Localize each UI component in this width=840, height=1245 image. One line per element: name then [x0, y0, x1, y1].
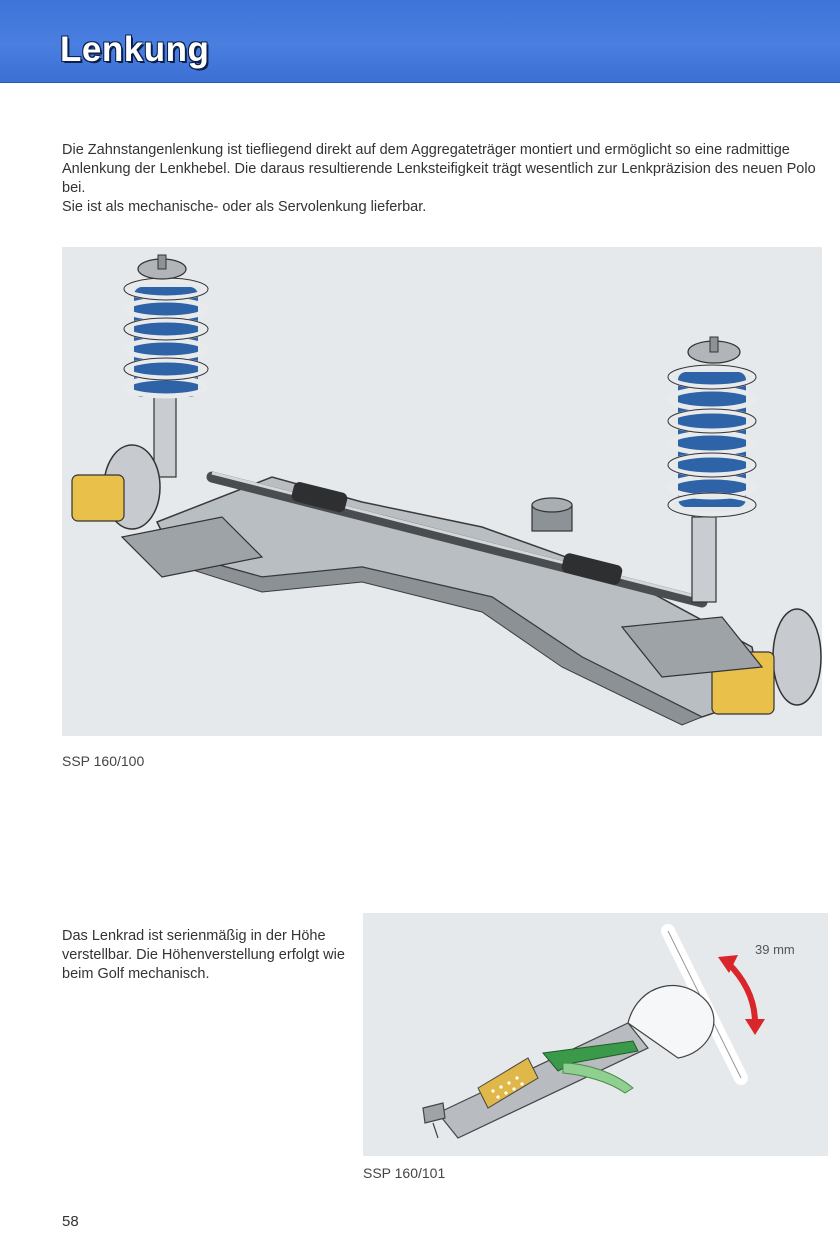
page-number: 58 [62, 1213, 79, 1230]
steering-wheel-hub [627, 985, 715, 1059]
steering-wheel-text: Das Lenkrad ist serienmäßig in der Höhe … [62, 928, 345, 982]
intro-paragraph-1: Die Zahnstangenlenkung ist tiefliegend d… [62, 142, 816, 196]
adjustment-range-label: 39 mm [755, 942, 795, 957]
right-strut-tube [691, 516, 717, 603]
rack-boot-left [291, 482, 348, 513]
rack-boot-right [561, 553, 623, 585]
intro-text: Die Zahnstangenlenkung ist tiefliegend d… [62, 141, 822, 217]
figure-1-caption: SSP 160/100 [62, 753, 145, 769]
left-control-arm [120, 516, 264, 578]
intro-paragraph-2: Sie ist als mechanische- oder als Servol… [62, 199, 427, 215]
adjustment-lever-lowered [562, 1062, 634, 1094]
left-strut-tube [153, 396, 177, 478]
column-joint [422, 1102, 446, 1139]
subframe-shadow [171, 551, 704, 726]
page-title: Lenkung [60, 30, 210, 69]
right-brake-disc [772, 608, 822, 706]
front-axle-illustration [62, 247, 822, 736]
front-axle-drawing [71, 254, 822, 726]
left-brake-caliper [71, 474, 125, 522]
right-control-arm [620, 616, 764, 678]
steering-column-illustration [363, 913, 828, 1156]
adjustment-arrow-icon [725, 960, 758, 1024]
left-coil-spring [123, 277, 209, 399]
steering-column-drawing [422, 924, 765, 1139]
right-coil-spring [667, 364, 757, 518]
figure-2-caption: SSP 160/101 [363, 1165, 446, 1181]
header-band [0, 0, 840, 83]
